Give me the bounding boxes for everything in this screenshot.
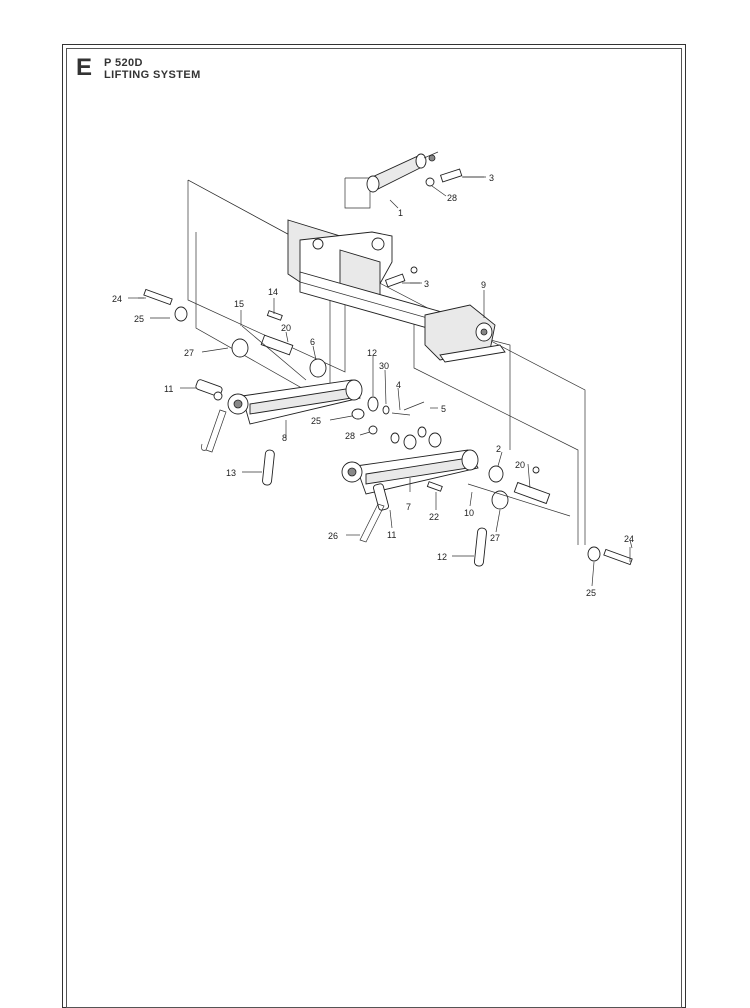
callout: 30 [379,361,389,371]
callout: 28 [345,431,355,441]
callout: 8 [282,433,287,443]
main-frame [287,219,506,363]
callout: 15 [234,299,244,309]
callout: 2 [496,444,501,454]
left-spacers [231,310,327,381]
leader-lines [138,176,633,587]
pin-mid [384,266,420,288]
callout: 3 [489,173,494,183]
callout: 24 [112,294,122,304]
left-bolt-washer [128,288,188,322]
hydraulic-cylinder [366,151,439,193]
outline-right-box [413,320,579,545]
pin-top-right [425,168,484,187]
callout: 27 [184,348,194,358]
right-link [452,527,488,567]
left-washers [351,396,425,420]
callout: 7 [406,502,411,512]
callout: 26 [328,531,338,541]
callout: 12 [437,552,447,562]
callout: 27 [490,533,500,543]
callout: 13 [226,468,236,478]
callout: 1 [398,208,403,218]
right-arm [341,449,479,495]
right-pin-clip [359,481,443,543]
outline-left-lower [195,232,331,405]
callout: 11 [164,384,173,394]
section-letter: E [76,54,93,81]
callout: 25 [586,588,596,598]
outline-right-long [344,264,586,545]
callout: 5 [441,404,446,414]
left-link [242,449,275,486]
section-title: LIFTING SYSTEM [104,69,201,81]
right-bolt-washer [587,546,633,566]
callout: 14 [268,287,278,297]
callout: 9 [481,280,486,290]
callout: 25 [311,416,321,426]
callout-labels: 3 28 1 3 9 24 25 15 14 20 6 27 12 30 4 5… [112,173,634,598]
callout: 28 [447,193,457,203]
callout: 24 [624,534,634,544]
callout: 20 [515,460,525,470]
callout: 22 [429,512,439,522]
callout: 4 [396,380,401,390]
center-washers [368,425,442,450]
callout: 12 [367,348,377,358]
callout: 25 [134,314,144,324]
callout: 6 [310,337,315,347]
left-arm [227,379,363,425]
left-pin-clip [195,379,227,453]
right-spacers [467,465,571,517]
model-name: P 520D [104,57,143,69]
callout: 3 [424,279,429,289]
callout: 10 [464,508,474,518]
callout: 11 [387,530,396,540]
callout: 20 [281,323,291,333]
cylinder-label-box [344,177,371,209]
title-block: P 520D LIFTING SYSTEM [104,57,201,81]
